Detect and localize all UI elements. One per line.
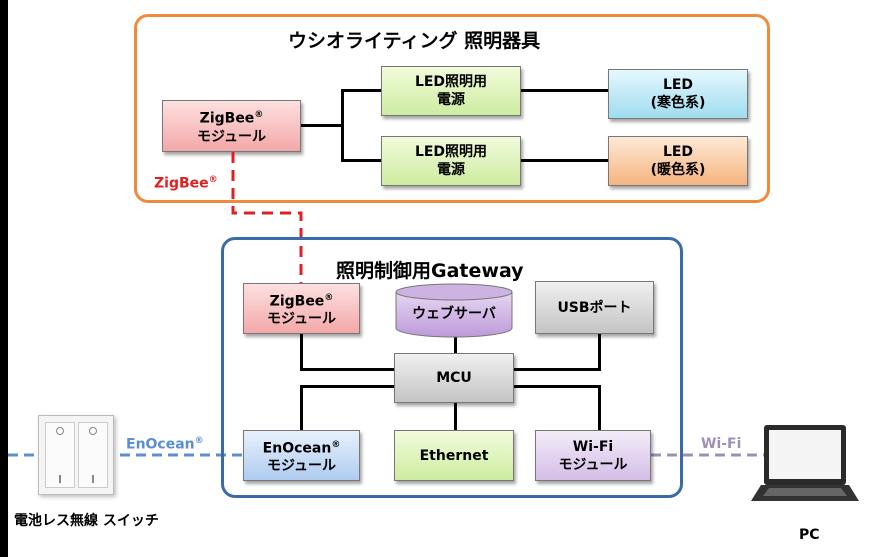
gateway-title: 照明制御用Gateway	[336, 260, 524, 282]
wire-junction-power2	[341, 159, 381, 162]
wire-mcu-wifi	[598, 385, 601, 430]
fixture-title: ウシオライティング 照明器具	[288, 30, 541, 52]
wire-power1-led1	[521, 89, 608, 92]
wire-server-mcu	[454, 335, 457, 353]
mcu: MCU	[394, 353, 514, 403]
ethernet-module: Ethernet	[394, 430, 514, 481]
gateway-group	[221, 237, 683, 498]
wire-junction-power1	[341, 89, 381, 92]
enocean-module: EnOcean® モジュール	[243, 430, 360, 481]
batteryless-switch	[38, 415, 114, 495]
led-power-supply-1: LED照明用 電源	[381, 66, 521, 116]
led-warm-white: LED (暖色系)	[608, 136, 748, 186]
switch-caption: 電池レス無線 スイッチ	[14, 513, 159, 529]
led-power-supply-2: LED照明用 電源	[381, 136, 521, 186]
wire-zigbee-mcu	[300, 334, 303, 370]
wifi-link-label: Wi-Fi	[699, 436, 744, 452]
fixture-zigbee-module: ZigBee® モジュール	[162, 100, 301, 152]
wire-mcu-ethernet	[454, 403, 457, 430]
fixture-group	[134, 14, 770, 203]
wire-power2-led2	[521, 159, 608, 162]
usb-port: USBポート	[535, 281, 654, 334]
diagram-canvas: ウシオライティング 照明器具 ZigBee® モジュール LED照明用 電源 L…	[8, 0, 886, 557]
wire-usb-mcu	[598, 334, 601, 370]
wire-zigbee-junction	[301, 124, 343, 127]
gateway-zigbee-module: ZigBee® モジュール	[243, 283, 360, 334]
enocean-link-label: EnOcean®	[124, 436, 206, 453]
wire-junction-vertical	[341, 89, 344, 162]
wifi-module: Wi-Fi モジュール	[535, 430, 651, 481]
wire-mcu-enocean	[300, 385, 303, 430]
web-server-cylinder	[395, 283, 513, 338]
laptop-icon	[751, 425, 859, 501]
web-server-label: ウェブサーバ	[412, 306, 496, 322]
led-cool-white: LED (寒色系)	[608, 69, 748, 119]
pc-caption: PC	[799, 527, 820, 543]
zigbee-link-label: ZigBee®	[154, 175, 218, 192]
